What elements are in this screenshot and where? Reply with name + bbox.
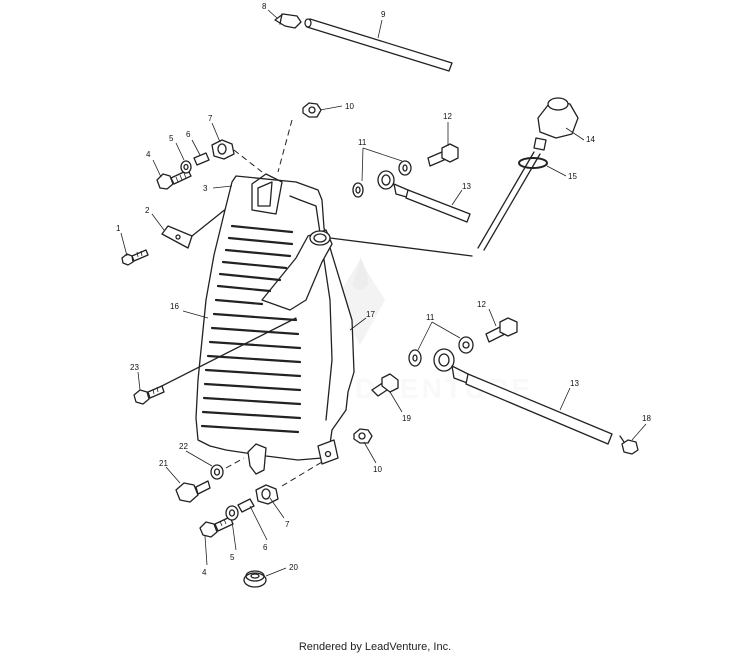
part-bolt-tank [133, 385, 165, 405]
part-washer-11-lower-a [408, 349, 422, 367]
leader-bolt-to-tank [145, 317, 297, 395]
footer-credit: Rendered by LeadVenture, Inc. [298, 641, 452, 653]
callout-20: 20 [289, 563, 298, 572]
leader-drain-to-tank [225, 457, 245, 469]
part-washer-11-upper-b [398, 160, 412, 176]
callout-5-lower: 5 [230, 553, 235, 562]
part-bolt-lower [199, 516, 234, 538]
callout-7-lower: 7 [285, 520, 290, 529]
leader-filler-to-dipstick [329, 237, 473, 257]
callout-10-lower: 10 [373, 465, 382, 474]
callout-leaders [120, 9, 647, 577]
part-oil-line-upper [377, 170, 471, 223]
callout-9: 9 [381, 10, 386, 19]
callout-3: 3 [203, 184, 208, 193]
part-oil-line-lower [433, 348, 613, 445]
part-drain-plug [175, 480, 211, 503]
part-banjo-bolt-lower [485, 317, 518, 343]
leader-tank-to-nut [277, 119, 293, 173]
leader-grommet-to-tank [233, 149, 263, 173]
part-grommet-upper [211, 139, 235, 160]
part-oil-tank [195, 173, 355, 475]
callout-23: 23 [130, 363, 139, 372]
callout-labels: 8 9 10 7 6 5 4 3 2 1 12 11 13 14 15 16 1… [116, 2, 651, 577]
callout-6-upper: 6 [186, 130, 191, 139]
part-dipstick [477, 97, 579, 251]
part-spacer-lower [237, 498, 255, 513]
part-nut-top [302, 102, 322, 118]
leader-grommet-to-tab [281, 461, 323, 487]
callout-4-lower: 4 [202, 568, 207, 577]
part-washer-drain [210, 464, 224, 480]
callout-1: 1 [116, 224, 121, 233]
callout-21: 21 [159, 459, 168, 468]
part-hose-clamp [619, 435, 639, 455]
part-spacer-upper [193, 152, 210, 166]
callout-5-upper: 5 [169, 134, 174, 143]
tank-ribs [200, 224, 302, 434]
part-o-ring [518, 157, 548, 169]
callout-17: 17 [366, 310, 375, 319]
part-banjo-bolt-upper [427, 143, 459, 167]
callout-14: 14 [586, 135, 595, 144]
callout-15: 15 [568, 172, 577, 181]
callout-19: 19 [402, 414, 411, 423]
part-fitting [371, 373, 399, 397]
part-bolt-bracket [121, 249, 149, 266]
callout-4-upper: 4 [146, 150, 151, 159]
part-grommet-lower [255, 484, 279, 505]
callout-6-lower: 6 [263, 543, 268, 552]
callout-12-lower: 12 [477, 300, 486, 309]
callout-22: 22 [179, 442, 188, 451]
callout-16: 16 [170, 302, 179, 311]
callout-13-upper: 13 [462, 182, 471, 191]
part-grommet-20 [243, 570, 267, 588]
callout-7-upper: 7 [208, 114, 213, 123]
callout-12-upper: 12 [443, 112, 452, 121]
part-washer-11-upper-a [352, 182, 364, 198]
callout-11-lower: 11 [426, 313, 435, 322]
part-vent-hose [304, 18, 453, 72]
callout-8: 8 [262, 2, 267, 11]
callout-10-upper: 10 [345, 102, 354, 111]
callout-2: 2 [145, 206, 150, 215]
part-washer-upper [180, 160, 192, 174]
callout-13-lower: 13 [570, 379, 579, 388]
callout-18: 18 [642, 414, 651, 423]
part-nut-lower [353, 428, 373, 444]
part-elbow-fitting [274, 13, 302, 29]
part-washer-11-lower-b [458, 336, 474, 354]
callout-11-upper: 11 [358, 138, 367, 147]
part-washer-lower [225, 505, 239, 521]
